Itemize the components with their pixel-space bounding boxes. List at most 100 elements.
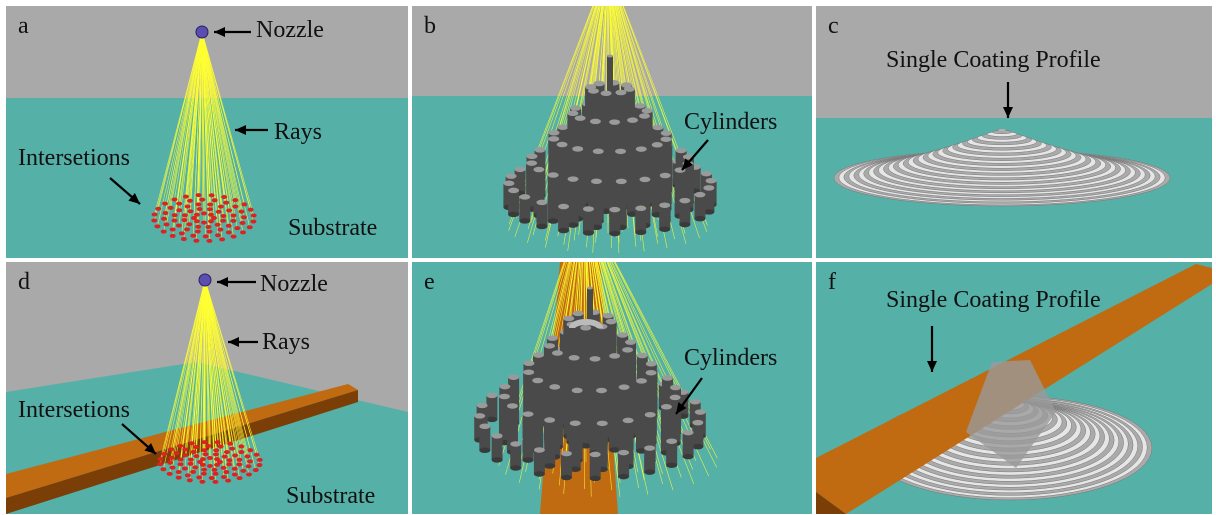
cylinder-top xyxy=(557,124,569,130)
cylinder xyxy=(479,423,491,454)
intersection-point xyxy=(182,194,189,199)
cylinder xyxy=(547,172,559,224)
coating-profile xyxy=(833,128,1171,207)
cylinder-top xyxy=(590,178,602,185)
intersection-point xyxy=(171,213,178,218)
cylinder xyxy=(682,429,694,460)
intersection-point xyxy=(201,448,208,453)
cylinder xyxy=(694,191,706,222)
intersection-point xyxy=(207,464,213,468)
ray xyxy=(204,279,228,453)
intersection-point xyxy=(155,206,162,211)
coating-arrow-head xyxy=(927,361,937,372)
cylinder-top xyxy=(635,205,647,212)
cylinder-top xyxy=(694,409,706,415)
intersection-point xyxy=(181,466,188,471)
intersection-point xyxy=(184,204,191,209)
ray xyxy=(174,31,203,200)
cylinder-top xyxy=(491,433,503,439)
substrate-label: Substrate xyxy=(286,483,376,509)
intersection-point xyxy=(223,470,230,475)
cut-ring xyxy=(569,319,603,329)
intersection-point xyxy=(250,213,257,218)
ray xyxy=(157,31,203,227)
intersection-point xyxy=(169,233,176,238)
intersection-point xyxy=(154,224,161,229)
intersection-point xyxy=(229,446,236,451)
intersection-point xyxy=(206,207,213,212)
cylinder-top xyxy=(567,176,579,182)
ray xyxy=(201,31,216,201)
intersection-point xyxy=(160,229,167,234)
cylinder-top xyxy=(689,398,701,405)
cylinder xyxy=(569,420,581,472)
cylinder-body xyxy=(533,449,545,474)
cylinder-base xyxy=(618,473,630,480)
cylinder-top xyxy=(602,312,614,319)
cylinder-top xyxy=(587,286,593,290)
cylinder xyxy=(580,325,592,449)
cylinder-top xyxy=(589,451,601,458)
cylinder-top xyxy=(607,54,613,58)
intersection-point xyxy=(180,237,187,242)
intersection-point xyxy=(168,447,175,452)
cylinder xyxy=(510,441,522,471)
intersection-point xyxy=(187,461,194,466)
intersection-point xyxy=(247,207,254,212)
intersection-point xyxy=(211,467,218,472)
cylinder-body xyxy=(590,181,602,228)
intersection-point xyxy=(223,200,230,205)
cylinder-top xyxy=(574,115,586,121)
intersection-point xyxy=(162,211,169,216)
intersection-point xyxy=(226,462,233,467)
cylinder-top xyxy=(615,148,627,155)
cylinder xyxy=(635,205,647,236)
cylinder-body xyxy=(660,406,672,453)
cylinder-body xyxy=(639,179,651,226)
cylinder-top xyxy=(596,420,608,427)
cylinder xyxy=(582,206,594,236)
cylinder-body xyxy=(596,326,608,445)
intersection-point xyxy=(175,469,182,474)
cylinder-top xyxy=(544,343,556,349)
cylinder-base xyxy=(635,229,647,236)
intersections-arrow-head xyxy=(128,193,140,204)
cylinders-arrow-head xyxy=(676,402,687,414)
cylinder xyxy=(679,197,691,228)
intersection-point xyxy=(211,198,218,203)
intersection-point xyxy=(230,218,237,223)
intersection-point xyxy=(151,218,158,223)
intersection-point xyxy=(211,216,217,220)
intersection-point xyxy=(245,472,252,477)
cylinder-top xyxy=(645,361,657,367)
cylinder-top xyxy=(580,325,592,331)
intersection-point xyxy=(167,460,174,465)
cylinder-body xyxy=(589,454,601,479)
ray xyxy=(204,279,240,479)
cylinder-base xyxy=(522,457,534,463)
intersection-point xyxy=(215,209,222,214)
substrate-strip-side xyxy=(816,492,846,514)
cylinder-base xyxy=(536,223,548,230)
cylinder-top xyxy=(505,173,517,179)
intersection-point xyxy=(191,216,197,220)
ray xyxy=(201,31,245,218)
cylinder-top xyxy=(532,352,544,358)
cylinder-body xyxy=(532,380,544,451)
intersection-point xyxy=(186,478,193,483)
intersection-point xyxy=(201,440,208,445)
cylinder-body xyxy=(662,378,674,425)
intersection-point xyxy=(232,198,239,203)
intersection-point xyxy=(195,224,202,229)
ray xyxy=(201,31,225,197)
intersection-point xyxy=(221,194,228,199)
cylinders-label: Cylinders xyxy=(684,109,778,135)
intersection-point xyxy=(163,222,170,227)
panel-letter-f: f xyxy=(828,269,836,295)
cylinder-base xyxy=(666,462,678,468)
cylinder-body xyxy=(479,426,491,451)
cylinder xyxy=(692,419,704,450)
intersection-point xyxy=(245,464,252,469)
cylinders-label: Cylinders xyxy=(684,345,778,371)
ray xyxy=(169,279,206,474)
